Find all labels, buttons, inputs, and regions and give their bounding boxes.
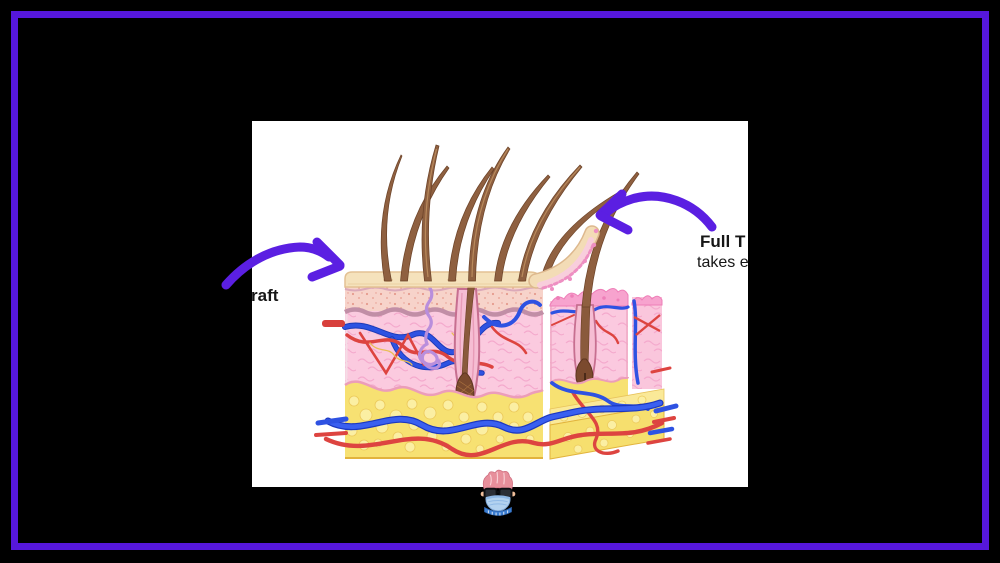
content-panel: raft Full T takes e (252, 121, 748, 487)
graft-block (549, 288, 630, 429)
sweat-gland (417, 286, 442, 370)
skin-cross-section-illustration (314, 144, 679, 460)
avatar-surgical-mask (485, 495, 511, 512)
papillary-band (343, 286, 545, 317)
skin-flap (528, 225, 600, 291)
right-wall-block (631, 295, 663, 389)
right-label-subtitle-fragment: takes e (697, 254, 748, 271)
mascot-avatar (480, 469, 516, 516)
main-skin-block (342, 271, 545, 459)
avatar-banner (484, 506, 512, 516)
right-label-title-fragment: Full T (700, 232, 746, 251)
subcutaneous-blood-vessels (314, 320, 679, 458)
hair-strands (380, 144, 640, 308)
hair-follicle-main (453, 278, 481, 409)
epidermis-layer (344, 271, 544, 288)
left-label-fragment: raft (252, 286, 279, 305)
avatar-hair (482, 469, 513, 491)
